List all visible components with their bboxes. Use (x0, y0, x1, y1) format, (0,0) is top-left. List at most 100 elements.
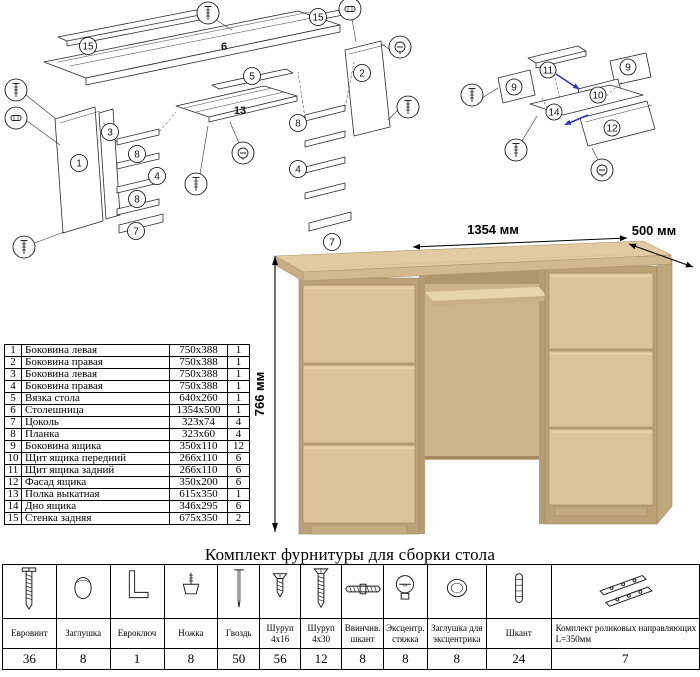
parts-cell-num: 4 (4, 380, 22, 393)
svg-text:11: 11 (543, 66, 554, 77)
parts-cell-size: 750x388 (169, 368, 228, 381)
svg-text:7: 7 (133, 227, 139, 238)
parts-cell-num: 12 (4, 476, 22, 489)
desk-tabletop (273, 240, 673, 282)
hardware-item-name: Шкант (485, 618, 552, 649)
parts-cell-name: Щит ящика задний (21, 464, 170, 477)
screw-small-icon (259, 564, 302, 619)
parts-cell-size: 750x388 (169, 344, 228, 357)
hardware-callouts (4, 0, 420, 259)
parts-cell-qty: 4 (227, 416, 250, 429)
svg-text:1354 мм: 1354 мм (467, 222, 519, 237)
dowel-screw-icon (341, 564, 385, 619)
screw-callout-icon (4, 78, 57, 120)
parts-cell-qty: 6 (227, 500, 250, 513)
cam-callout-icon (590, 147, 614, 182)
screw-callout-icon (184, 125, 209, 196)
parts-cell-qty: 1 (227, 344, 250, 357)
screw-callout-icon (12, 231, 65, 259)
dimension-depth: 500 мм (628, 223, 694, 268)
hardware-item-name: Евровинт (2, 618, 57, 649)
parts-cell-qty: 12 (227, 440, 250, 453)
parts-cell-size: 323x74 (169, 416, 228, 429)
plinth (310, 524, 408, 535)
parts-cell-name: Щит ящика передний (21, 452, 170, 465)
hardware-item-name: Ввинчив. шкант (341, 618, 385, 649)
right-pedestal-parts (297, 61, 355, 232)
part-label: 8 (289, 114, 307, 132)
drawer-front (548, 272, 654, 350)
svg-text:9: 9 (625, 63, 631, 74)
hardware-item-name: Заглушка для эксцентрика (426, 618, 487, 649)
parts-cell-name: Стенка задняя (21, 512, 170, 525)
parts-cell-qty: 1 (227, 356, 250, 369)
hardware-item-qty: 7 (550, 648, 700, 670)
parts-cell-size: 266x110 (169, 452, 228, 465)
svg-text:5: 5 (249, 72, 255, 83)
cam-callout-icon (229, 121, 255, 165)
part-label: 15 (79, 37, 97, 55)
hardware-item-qty: 56 (259, 648, 302, 670)
part-label: 5 (243, 67, 261, 85)
svg-text:9: 9 (511, 83, 517, 94)
part-label: 12 (603, 119, 621, 137)
plug-icon (55, 564, 111, 619)
parts-cell-size: 675x350 (169, 512, 228, 525)
parts-cell-num: 14 (4, 500, 22, 513)
hardware-callouts (460, 83, 614, 182)
parts-cell-size: 615x350 (169, 488, 228, 501)
hardware-item-name: Комплект роликовых направляющих L=350мм (550, 618, 700, 649)
plinth (554, 506, 648, 517)
dowel-callout-icon (338, 0, 362, 43)
hardware-item-name: Гвоздь (217, 618, 261, 649)
cam-icon (383, 564, 428, 619)
cam-callout-icon (381, 35, 412, 59)
hardware-item-qty: 8 (341, 648, 385, 670)
parts-cell-size: 266x110 (169, 464, 228, 477)
parts-cell-name: Боковина левая (21, 344, 170, 357)
cam-cap-icon (426, 564, 487, 619)
parts-cell-num: 11 (4, 464, 22, 477)
parts-cell-num: 3 (4, 368, 22, 381)
parts-cell-size: 350x200 (169, 476, 228, 489)
parts-cell-qty: 6 (227, 464, 250, 477)
svg-text:8: 8 (134, 195, 140, 206)
parts-cell-qty: 1 (227, 488, 250, 501)
parts-cell-num: 15 (4, 512, 22, 525)
parts-cell-qty: 4 (227, 428, 250, 441)
svg-text:8: 8 (134, 150, 140, 161)
slides-icon (550, 564, 700, 619)
parts-cell-name: Вязка стола (21, 392, 170, 405)
hardware-item-name: Эксцентр. стяжка (383, 618, 428, 649)
hardware-item-name: Заглушка (55, 618, 111, 649)
part-label: 3 (101, 123, 119, 141)
hardware-item-qty: 24 (485, 648, 552, 670)
screw-callout-icon (387, 95, 420, 121)
main-assembly-diagram: 15 6 15 2 13 1 8 4 8 7 8 4 7 3 5 (4, 0, 420, 259)
right-side-panel-part (344, 40, 391, 137)
svg-text:15: 15 (82, 42, 94, 53)
svg-text:766 мм: 766 мм (255, 372, 267, 417)
parts-cell-size: 1354x500 (169, 404, 228, 417)
keyboard-tray (425, 287, 547, 306)
drawer-back-part (527, 45, 587, 69)
leg-icon (163, 564, 219, 619)
drawer-front (548, 350, 654, 428)
parts-cell-qty: 1 (227, 392, 250, 405)
parts-cell-num: 13 (4, 488, 22, 501)
eurokey-icon (109, 564, 165, 619)
eurovint-icon (2, 564, 57, 619)
parts-cell-size: 750x388 (169, 356, 228, 369)
part-label: 7 (323, 233, 341, 251)
parts-cell-size: 640x260 (169, 392, 228, 405)
hardware-item-qty: 12 (300, 648, 343, 670)
part-label: 14 (545, 103, 563, 121)
